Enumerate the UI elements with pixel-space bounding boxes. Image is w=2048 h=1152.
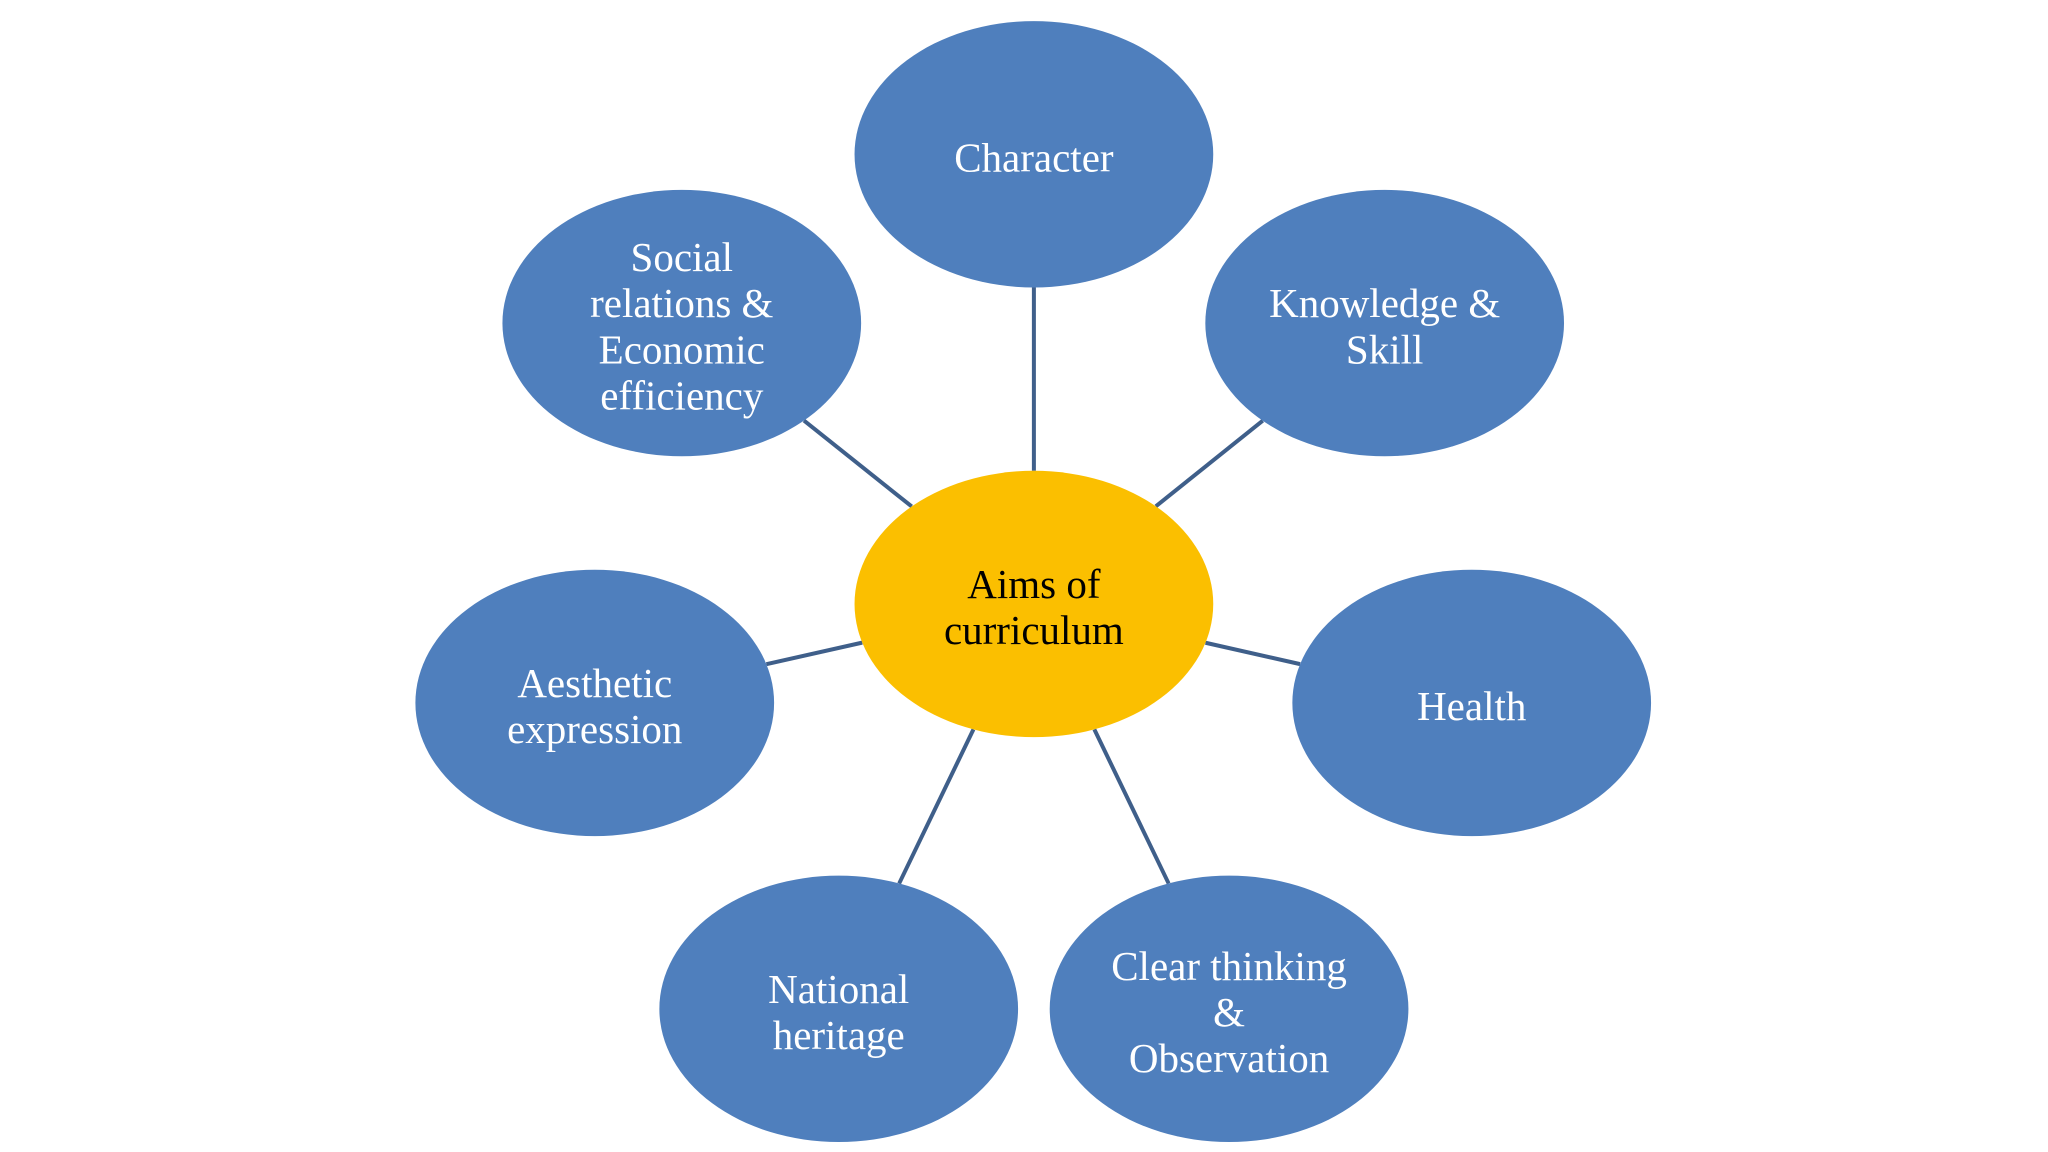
connector-national-heritage — [897, 728, 976, 885]
center-aims-of-curriculum-ellipse — [854, 470, 1214, 738]
health-ellipse — [1292, 569, 1652, 837]
knowledge-skill-ellipse — [1205, 189, 1565, 457]
node-clear-thinking-observation: Clear thinking&Observation — [1049, 875, 1409, 1143]
social-relations-economic-efficiency-label-line-3: Economic — [599, 326, 765, 372]
connectors — [765, 287, 1301, 885]
connector-social-relations-economic-efficiency — [802, 419, 913, 509]
connector-knowledge-skill — [1154, 419, 1264, 508]
national-heritage-label-line-2: heritage — [773, 1012, 905, 1058]
character-label-line-1: Character — [954, 134, 1114, 180]
center-aims-of-curriculum-label-line-1: Aims of — [967, 561, 1101, 607]
clear-thinking-observation-label-line-1: Clear thinking — [1111, 943, 1347, 989]
clear-thinking-observation-label-line-3: Observation — [1129, 1035, 1329, 1081]
aesthetic-expression-ellipse — [415, 569, 775, 837]
connector-health — [1205, 640, 1301, 667]
node-health: Health — [1292, 569, 1652, 837]
health-label-line-1: Health — [1417, 683, 1526, 729]
center-aims-of-curriculum-label-line-2: curriculum — [944, 607, 1124, 653]
aesthetic-expression-label-line-2: expression — [507, 706, 682, 752]
social-relations-economic-efficiency-label-line-1: Social — [631, 234, 733, 280]
knowledge-skill-label-line-2: Skill — [1346, 326, 1423, 372]
knowledge-skill-label-line-1: Knowledge & — [1269, 280, 1500, 326]
character-ellipse — [854, 21, 1214, 288]
national-heritage-ellipse — [659, 875, 1019, 1143]
social-relations-economic-efficiency-label-line-2: relations & — [590, 280, 773, 326]
node-knowledge-skill: Knowledge &Skill — [1205, 189, 1565, 457]
social-relations-economic-efficiency-label-line-4: efficiency — [600, 372, 764, 418]
connector-clear-thinking-observation — [1092, 728, 1171, 885]
national-heritage-label-line-1: National — [768, 966, 909, 1012]
social-relations-economic-efficiency-ellipse — [502, 189, 862, 457]
clear-thinking-observation-ellipse — [1049, 875, 1409, 1143]
node-character: Character — [854, 21, 1214, 288]
clear-thinking-observation-label-line-2: & — [1213, 989, 1245, 1035]
connector-aesthetic-expression — [765, 640, 863, 667]
aesthetic-expression-label-line-1: Aesthetic — [517, 660, 672, 706]
